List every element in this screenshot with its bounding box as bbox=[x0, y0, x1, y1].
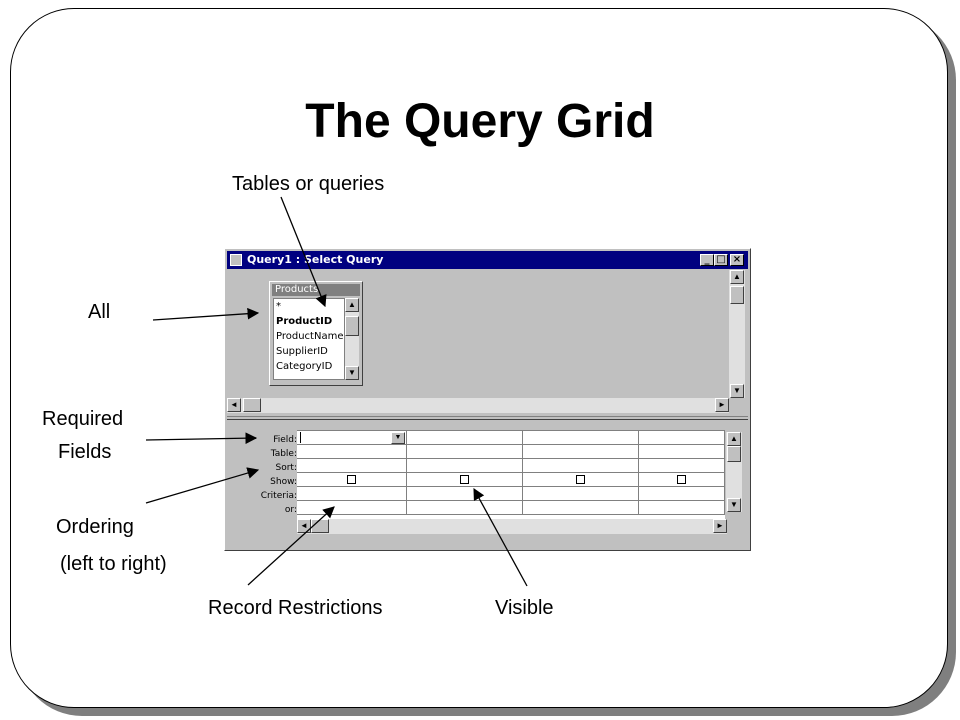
field-list-item-supplierid[interactable]: SupplierID bbox=[276, 346, 328, 357]
design-grid-pane[interactable]: Field: Table: Sort: Show: Criteria: or: … bbox=[227, 422, 742, 538]
arrow-visible bbox=[473, 487, 528, 587]
scroll-up-icon[interactable]: ▲ bbox=[730, 270, 744, 284]
arrow-ordering bbox=[145, 467, 260, 504]
window-title-bar[interactable]: Query1 : Select Query _ □ × bbox=[227, 251, 748, 269]
grid-hscroll[interactable]: ◄ ► bbox=[297, 519, 727, 534]
callout-ordering: Ordering bbox=[56, 516, 134, 538]
grid-cell-or-col3[interactable] bbox=[523, 501, 639, 515]
field-list-item-all[interactable]: * bbox=[276, 301, 281, 312]
callout-visible: Visible bbox=[495, 597, 554, 619]
field-dropdown-icon[interactable]: ▼ bbox=[391, 432, 405, 444]
row-label-criteria: Criteria: bbox=[260, 491, 297, 501]
grid-cell-sort-col3[interactable] bbox=[523, 459, 639, 473]
callout-all: All bbox=[88, 301, 111, 323]
grid-cell-sort-col2[interactable] bbox=[407, 459, 523, 473]
show-checkbox-col3[interactable] bbox=[576, 475, 585, 484]
field-list-title[interactable]: Products bbox=[272, 284, 360, 296]
callout-required: Required bbox=[42, 408, 124, 430]
scroll-right-icon[interactable]: ► bbox=[715, 398, 729, 412]
scroll-left-icon[interactable]: ◄ bbox=[227, 398, 241, 412]
field-list-items[interactable]: * ProductID ProductName SupplierID Categ… bbox=[273, 298, 345, 380]
close-button[interactable]: × bbox=[730, 254, 744, 266]
row-label-field: Field: bbox=[273, 435, 297, 445]
grid-cell-table-col4[interactable] bbox=[639, 445, 725, 459]
grid-cell-show-col1[interactable] bbox=[297, 473, 407, 487]
field-list-item-categoryid[interactable]: CategoryID bbox=[276, 361, 333, 372]
row-label-sort: Sort: bbox=[275, 463, 297, 473]
scroll-thumb[interactable] bbox=[730, 286, 744, 304]
grid-cell-field-col2[interactable] bbox=[407, 431, 523, 445]
grid-cell-table-col3[interactable] bbox=[523, 445, 639, 459]
grid-cell-show-col4[interactable] bbox=[639, 473, 725, 487]
scroll-left-icon[interactable]: ◄ bbox=[297, 519, 311, 533]
grid-cell-sort-col1[interactable] bbox=[297, 459, 407, 473]
scroll-down-icon[interactable]: ▼ bbox=[727, 498, 741, 512]
scroll-thumb[interactable] bbox=[243, 398, 261, 412]
arrow-tables-or-queries bbox=[280, 196, 327, 308]
scroll-thumb[interactable] bbox=[345, 316, 359, 336]
arrow-required-fields bbox=[145, 432, 258, 445]
pane-splitter[interactable] bbox=[227, 416, 748, 420]
show-checkbox-col2[interactable] bbox=[460, 475, 469, 484]
grid-cell-criteria-col1[interactable] bbox=[297, 487, 407, 501]
scroll-up-icon[interactable]: ▲ bbox=[345, 298, 359, 312]
grid-cell-show-col2[interactable] bbox=[407, 473, 523, 487]
callout-record-restrictions: Record Restrictions bbox=[208, 597, 383, 619]
grid-cell-criteria-col2[interactable] bbox=[407, 487, 523, 501]
grid-cell-field-col1[interactable]: ▼ bbox=[297, 431, 407, 445]
grid-vscroll[interactable]: ▲ ▼ bbox=[726, 432, 742, 512]
text-cursor bbox=[300, 432, 301, 443]
grid-cell-table-col1[interactable] bbox=[297, 445, 407, 459]
window-title: Query1 : Select Query bbox=[247, 253, 384, 266]
show-checkbox-col4[interactable] bbox=[677, 475, 686, 484]
table-pane[interactable]: Products * ProductID ProductName Supplie… bbox=[227, 270, 745, 402]
arrow-record-restrictions bbox=[247, 506, 335, 586]
slide-title: The Query Grid bbox=[305, 95, 655, 148]
arrow-all bbox=[152, 307, 260, 321]
scroll-thumb[interactable] bbox=[727, 446, 741, 462]
row-label-or: or: bbox=[284, 505, 297, 515]
scroll-up-icon[interactable]: ▲ bbox=[727, 432, 741, 446]
grid-cell-field-col4[interactable] bbox=[639, 431, 725, 445]
grid-cell-criteria-col4[interactable] bbox=[639, 487, 725, 501]
minimize-button[interactable]: _ bbox=[700, 254, 714, 266]
grid-cell-field-col3[interactable] bbox=[523, 431, 639, 445]
row-label-table: Table: bbox=[270, 449, 297, 459]
grid-cell-or-col1[interactable] bbox=[297, 501, 407, 515]
grid-cell-table-col2[interactable] bbox=[407, 445, 523, 459]
grid-cell-sort-col4[interactable] bbox=[639, 459, 725, 473]
products-field-list[interactable]: Products * ProductID ProductName Supplie… bbox=[269, 281, 363, 386]
callout-left-to-right: (left to right) bbox=[60, 553, 167, 575]
scroll-down-icon[interactable]: ▼ bbox=[345, 366, 359, 380]
grid-cell-criteria-col3[interactable] bbox=[523, 487, 639, 501]
show-checkbox-col1[interactable] bbox=[347, 475, 356, 484]
scroll-down-icon[interactable]: ▼ bbox=[730, 384, 744, 398]
field-list-scrollbar[interactable]: ▲ ▼ bbox=[345, 298, 359, 380]
row-label-show: Show: bbox=[270, 477, 297, 487]
table-pane-hscroll[interactable]: ◄ ► bbox=[227, 398, 729, 413]
table-pane-vscroll[interactable]: ▲ ▼ bbox=[729, 270, 745, 398]
field-list-item-productname[interactable]: ProductName bbox=[276, 331, 344, 342]
callout-fields: Fields bbox=[58, 441, 112, 463]
query-window: Query1 : Select Query _ □ × Products * P… bbox=[224, 248, 751, 551]
grid-cell-or-col4[interactable] bbox=[639, 501, 725, 515]
query-window-icon bbox=[230, 254, 242, 266]
scroll-corner bbox=[729, 398, 747, 414]
field-list-item-productid[interactable]: ProductID bbox=[276, 316, 333, 327]
callout-tables-or-queries: Tables or queries bbox=[232, 173, 385, 195]
maximize-button[interactable]: □ bbox=[714, 254, 728, 266]
grid-cell-show-col3[interactable] bbox=[523, 473, 639, 487]
grid-cell-or-col2[interactable] bbox=[407, 501, 523, 515]
scroll-right-icon[interactable]: ► bbox=[713, 519, 727, 533]
query-design-grid[interactable]: ▼ bbox=[297, 430, 725, 519]
